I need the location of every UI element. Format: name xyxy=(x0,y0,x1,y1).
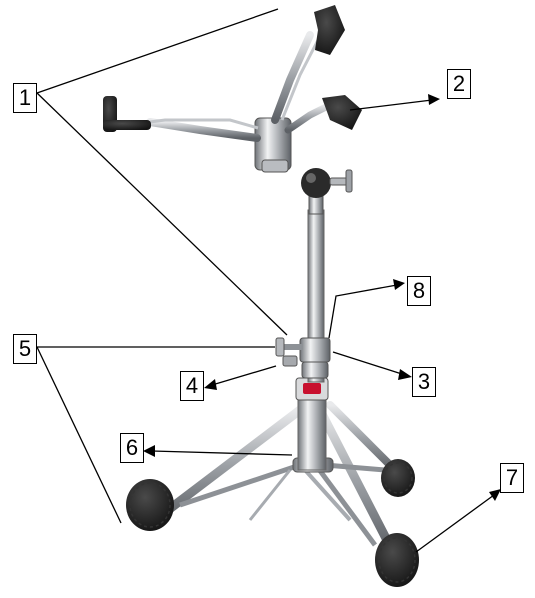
arrowhead-4 xyxy=(204,379,217,390)
rubber-foot-front-right xyxy=(375,533,419,587)
height-clamp xyxy=(299,337,331,363)
brace-left xyxy=(179,462,301,508)
callout-5: 5 xyxy=(13,334,37,364)
leader-4 xyxy=(211,365,277,386)
basket-tip-upper xyxy=(314,5,345,55)
leader-5b xyxy=(36,346,122,524)
callout-8: 8 xyxy=(407,276,431,306)
leader-lines xyxy=(36,8,495,553)
basket-tip-right xyxy=(322,95,362,130)
leg-left xyxy=(150,405,305,525)
callout-1: 1 xyxy=(13,83,37,113)
leg-back-right xyxy=(326,401,399,474)
callout-7: 7 xyxy=(500,463,524,493)
arrowhead-7 xyxy=(489,489,501,501)
basket-arm-upper xyxy=(271,31,314,124)
arrowhead-6 xyxy=(143,445,155,457)
rubber-feet xyxy=(126,459,419,587)
arrowhead-2 xyxy=(428,94,440,105)
rubber-foot-left xyxy=(126,479,174,531)
stand-column xyxy=(275,209,331,471)
brace-front xyxy=(315,466,378,547)
basket-arm-right xyxy=(284,101,334,134)
leader-3 xyxy=(332,351,406,376)
leader-2 xyxy=(349,99,433,111)
basket-arm-left xyxy=(146,118,261,142)
arrowhead-8 xyxy=(393,279,405,290)
leader-1a xyxy=(36,8,279,94)
arrowhead-3 xyxy=(398,369,412,380)
rubber-foot-back-right xyxy=(381,459,415,497)
wing-bolt xyxy=(282,344,302,350)
callout-4: 4 xyxy=(180,371,204,401)
arrowheads xyxy=(143,94,501,501)
basket-assembly xyxy=(103,5,362,215)
tripod-base xyxy=(150,401,399,555)
leg-front-right xyxy=(315,405,397,555)
callout-3: 3 xyxy=(412,367,436,397)
tilter-ball xyxy=(301,168,331,198)
leader-7 xyxy=(415,494,495,553)
leader-8 xyxy=(328,284,398,339)
callout-6: 6 xyxy=(120,433,144,463)
callout-2: 2 xyxy=(447,69,471,99)
leader-6 xyxy=(151,450,293,456)
leader-1b xyxy=(36,92,288,336)
brace-back xyxy=(324,462,386,473)
